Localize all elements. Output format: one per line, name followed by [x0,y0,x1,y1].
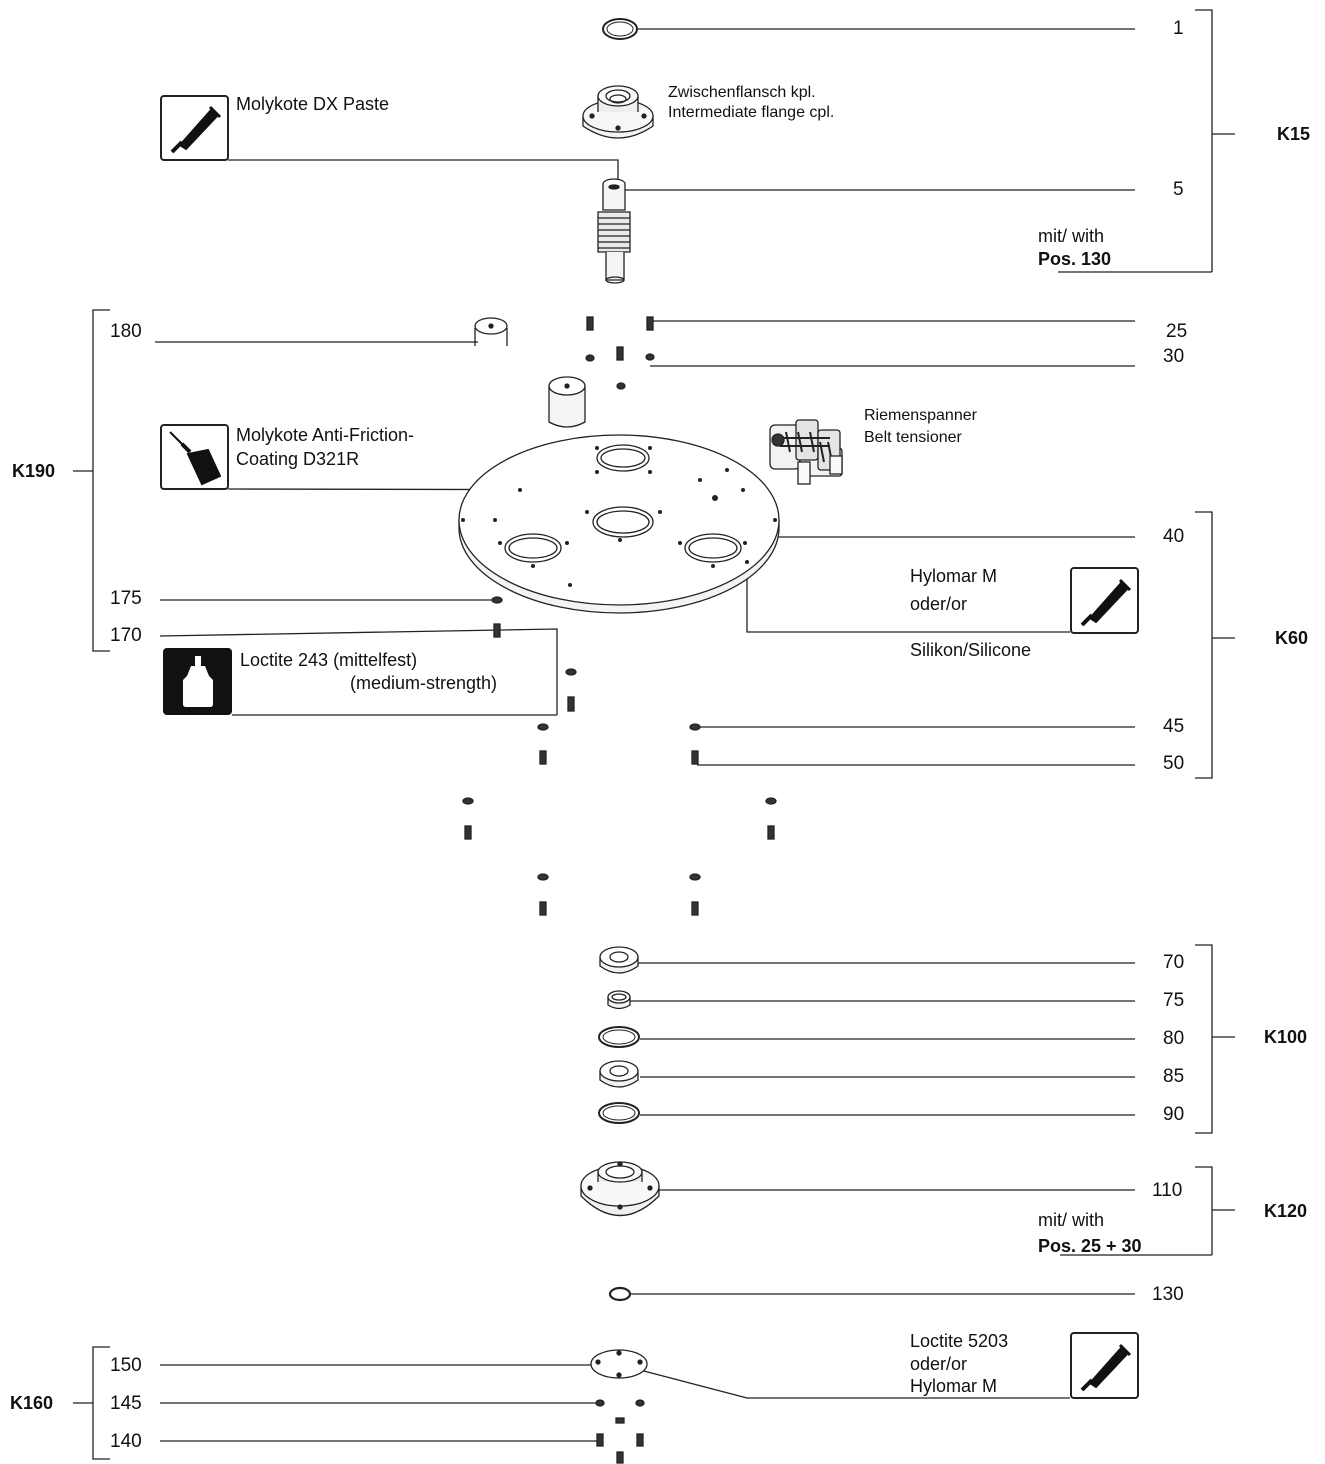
molykote-af-label-2: Coating D321R [236,449,360,469]
loctite-243-strength-label: (medium-strength) [350,673,498,693]
part-bushing-75 [607,990,631,1010]
loctite-5203-or-label: oder/or [910,1354,968,1374]
pos-number: 85 [1163,1066,1185,1087]
part-oring-1 [602,18,638,40]
pos-number: 70 [1163,952,1185,973]
part-bearing-flange-110 [580,1161,660,1217]
pos-number: 140 [110,1431,142,1452]
mit-with-label-2: mit/ with [1038,1210,1105,1230]
part-oring-90 [598,1102,640,1124]
pos-number: 5 [1173,179,1184,200]
part-shaft-5 [597,178,631,284]
pos-number: 30 [1163,346,1185,367]
part-screws-25-30 [585,316,655,390]
part-screws-45-50-lower [462,723,777,916]
pos-number: 40 [1163,526,1185,547]
group-label: K60 [1275,628,1309,648]
group-label: K100 [1264,1027,1308,1047]
group-label: K190 [12,461,56,481]
pos-number: 130 [1152,1284,1184,1305]
belt-tensioner-label-en: Belt tensioner [864,429,962,446]
leader-lines [155,28,1212,1442]
group-label: K160 [10,1393,54,1413]
part-belt-tensioner [769,419,843,485]
paste-tube-icon [160,95,229,161]
part-cover-150 [590,1349,648,1379]
pos-number: 50 [1163,753,1185,774]
hylomar-or-label: oder/or [910,594,968,614]
silicone-label: Silikon/Silicone [910,640,1032,660]
pos-25-30-note: Pos. 25 + 30 [1038,1236,1142,1256]
pos-number: 150 [110,1355,142,1376]
paste-tube-icon-loctite5203 [1070,1332,1139,1399]
flange-label-de: Zwischenflansch kpl. [668,84,816,101]
pos-number: 90 [1163,1104,1185,1125]
pos-number: 170 [110,625,142,646]
loctite-5203-label: Loctite 5203 [910,1331,1009,1351]
pos-number: 80 [1163,1028,1185,1049]
pos-number: 75 [1163,990,1185,1011]
oil-can-icon [160,424,229,490]
mit-with-label: mit/ with [1038,226,1105,246]
part-spacer-cylinder [548,376,586,428]
paste-tube-icon-hylomar [1070,567,1139,634]
group-brackets [73,9,1235,1460]
loctite-243-label: Loctite 243 (mittelfest) [240,650,418,670]
part-oring-80 [598,1026,640,1048]
part-intermediate-flange [582,85,654,139]
pos-130-note: Pos. 130 [1038,249,1112,269]
part-ring-85 [599,1060,639,1088]
part-spacer-180 [474,317,508,346]
pos-number: 180 [110,321,142,342]
pos-number: 1 [1173,18,1184,39]
flange-label-en: Intermediate flange cpl. [668,104,835,121]
part-plate-40 [458,434,780,614]
hylomar-m-label: Hylomar M [910,1376,998,1396]
molykote-af-label: Molykote Anti-Friction- [236,425,415,445]
pos-number: 175 [110,588,142,609]
glue-bottle-icon [163,648,232,715]
part-screws-140-145 [595,1399,645,1464]
pos-number: 25 [1166,321,1188,342]
part-oring-130 [608,1286,632,1302]
belt-tensioner-label-de: Riemenspanner [864,407,977,424]
pos-number: 145 [110,1393,142,1414]
group-label: K15 [1277,124,1311,144]
hylomar-label: Hylomar M [910,566,998,586]
part-ring-70 [599,946,639,974]
group-label: K120 [1264,1201,1308,1221]
pos-number: 45 [1163,716,1185,737]
molykote-dx-label: Molykote DX Paste [236,94,390,114]
part-screws-170-175 [491,596,577,712]
pos-number: 110 [1152,1180,1183,1201]
